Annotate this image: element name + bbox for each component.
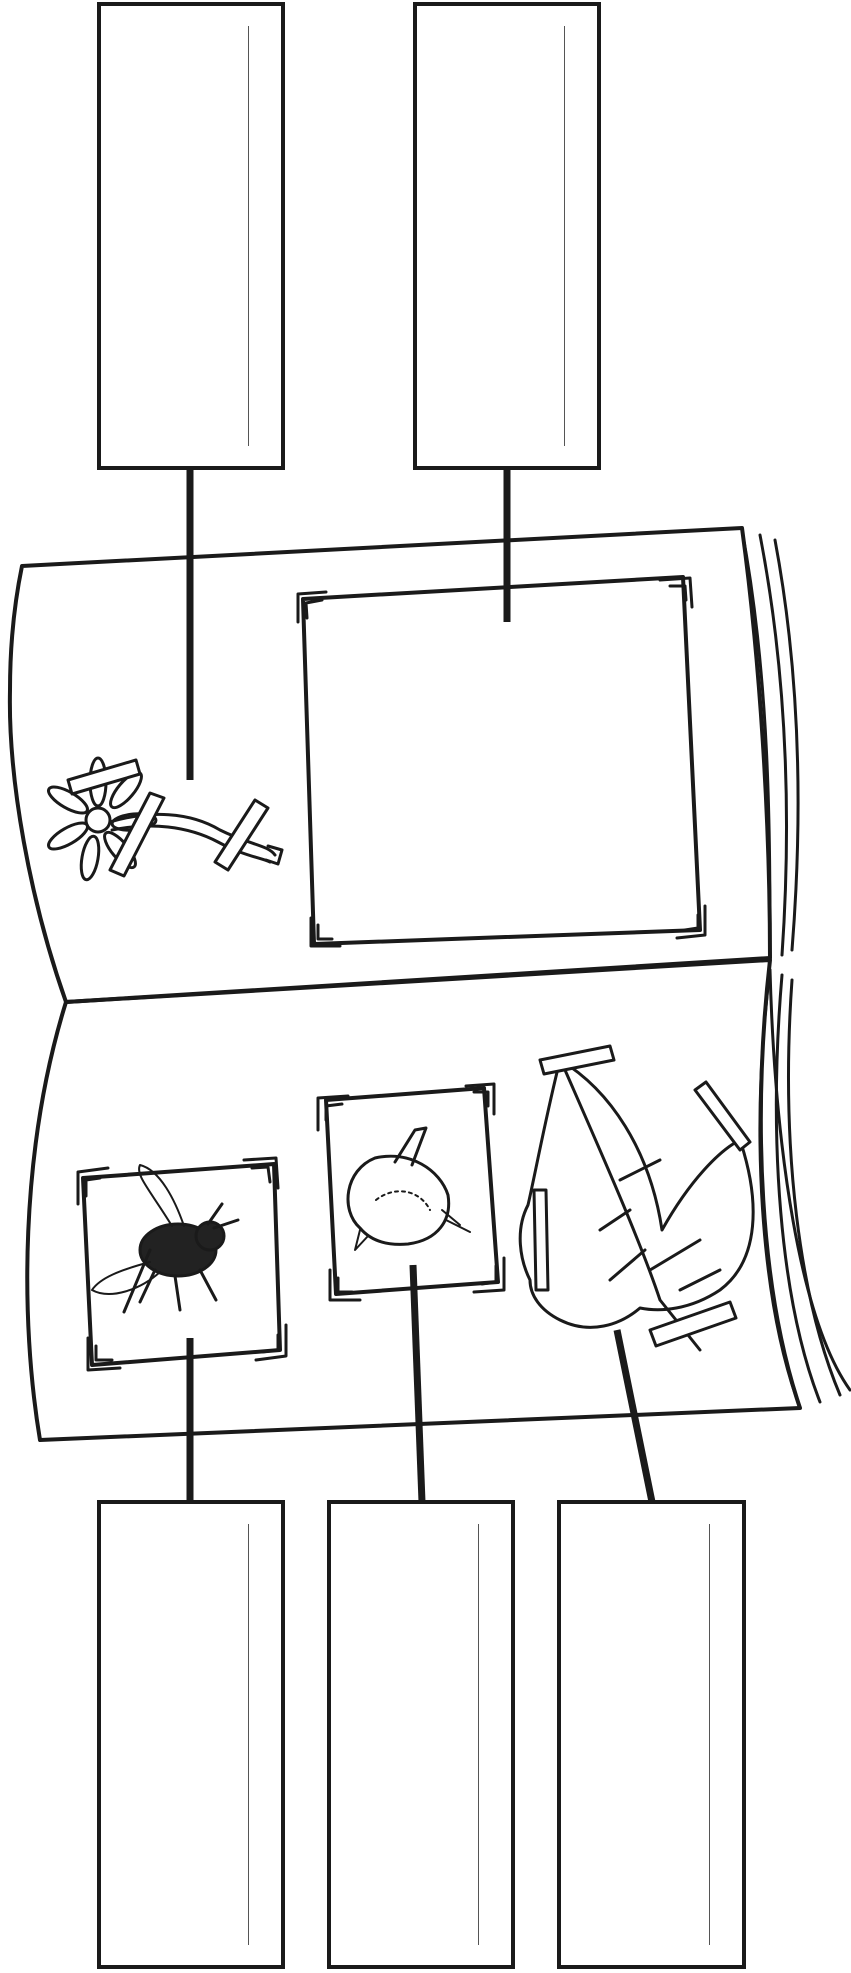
writing-line <box>248 1524 249 1945</box>
label-box-bottom-left[interactable] <box>97 1500 285 1969</box>
label-box-top-right[interactable] <box>413 2 601 470</box>
writing-line <box>564 26 565 446</box>
bee-photo <box>78 1158 286 1370</box>
label-box-bottom-right[interactable] <box>557 1500 746 1969</box>
writing-line <box>478 1524 479 1945</box>
flower-illustration <box>45 758 282 881</box>
connector-lines <box>190 468 652 1502</box>
label-box-bottom-middle[interactable] <box>327 1500 515 1969</box>
connector-bird <box>413 1265 422 1502</box>
leaf-illustration <box>520 1046 753 1350</box>
writing-line <box>248 26 249 446</box>
label-box-top-left[interactable] <box>97 2 285 470</box>
empty-photo-frame <box>298 577 705 946</box>
writing-line <box>709 1524 710 1945</box>
